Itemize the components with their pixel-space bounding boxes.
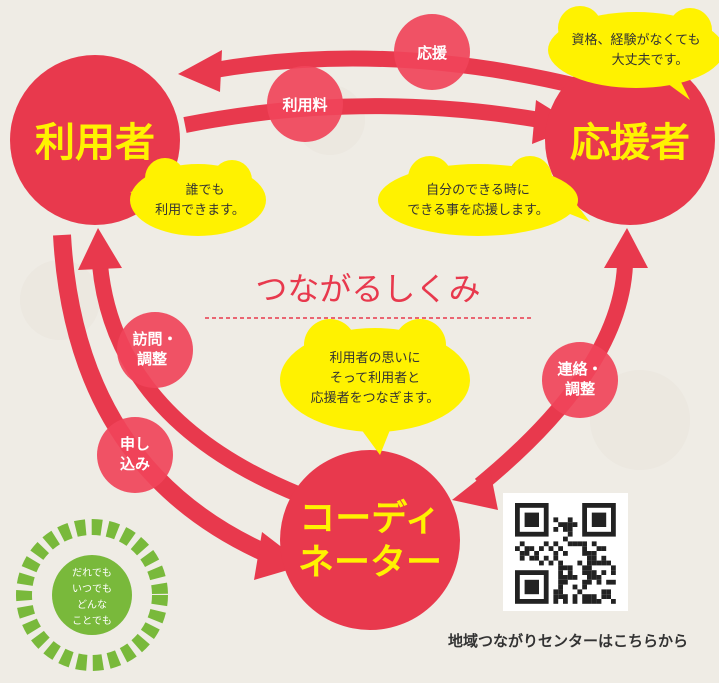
label-visit-adjust: 訪問・ 調整: [117, 312, 193, 388]
svg-text:利用できます。: 利用できます。: [155, 203, 245, 218]
arrow-fee: [183, 98, 578, 144]
svg-text:できる事を応援します。: できる事を応援します。: [407, 203, 548, 218]
svg-text:応援者をつなぎます。: 応援者をつなぎます。: [311, 391, 440, 406]
label-fee: 利用料: [267, 66, 343, 142]
svg-text:コーディ: コーディ: [299, 497, 440, 539]
arrow-visit-adjust: [78, 228, 304, 503]
speech-coordinator: 利用者の思いに そって利用者と 応援者をつなぎます。: [280, 319, 470, 455]
label-contact-adjust: 連絡・ 調整: [542, 342, 618, 418]
node-user: 利用者: [10, 55, 180, 225]
svg-text:自分のできる時に: 自分のできる時に: [426, 183, 530, 198]
svg-text:いつでも: いつでも: [72, 583, 112, 595]
svg-text:つながるしくみ: つながるしくみ: [255, 270, 480, 308]
svg-text:そって利用者と: そって利用者と: [330, 371, 420, 386]
qr-caption: 地域つながりセンターはこちらから: [448, 632, 688, 650]
speech-qualifications: 資格、経験がなくても 大丈夫です。: [548, 6, 719, 100]
svg-text:申し: 申し: [120, 435, 150, 453]
svg-text:調整: 調整: [565, 380, 595, 398]
svg-text:利用者の思いに: 利用者の思いに: [329, 351, 420, 366]
svg-text:込み: 込み: [120, 455, 150, 473]
svg-text:ネーター: ネーター: [298, 542, 442, 583]
label-support: 応援: [394, 14, 470, 90]
node-supporter: 応援者: [545, 55, 715, 225]
svg-text:利用者: 利用者: [35, 120, 155, 166]
svg-text:だれでも: だれでも: [72, 567, 112, 579]
svg-text:応援: 応援: [417, 44, 448, 62]
diagram-title: つながるしくみ: [205, 270, 532, 319]
arrow-support: [178, 50, 587, 96]
svg-text:調整: 調整: [137, 350, 167, 368]
svg-text:大丈夫です。: 大丈夫です。: [612, 53, 689, 68]
label-apply: 申し 込み: [97, 417, 173, 493]
svg-text:訪問・: 訪問・: [132, 330, 177, 348]
speech-anyone: 誰でも 利用できます。: [130, 158, 266, 236]
svg-text:資格、経験がなくても: 資格、経験がなくても: [572, 32, 701, 48]
qr-pattern: [515, 503, 616, 604]
svg-text:応援者: 応援者: [570, 120, 690, 166]
svg-text:連絡・: 連絡・: [557, 360, 602, 378]
speech-when-can: 自分のできる時に できる事を応援します。: [378, 156, 590, 236]
svg-text:ことでも: ことでも: [72, 615, 112, 627]
qr-code[interactable]: [503, 493, 628, 611]
node-coordinator: コーディ ネーター: [280, 450, 460, 630]
people-wreath: だれでも いつでも どんな ことでも: [16, 519, 168, 671]
svg-text:どんな: どんな: [77, 599, 107, 611]
svg-text:誰でも: 誰でも: [185, 182, 224, 198]
svg-text:利用料: 利用料: [282, 96, 327, 114]
